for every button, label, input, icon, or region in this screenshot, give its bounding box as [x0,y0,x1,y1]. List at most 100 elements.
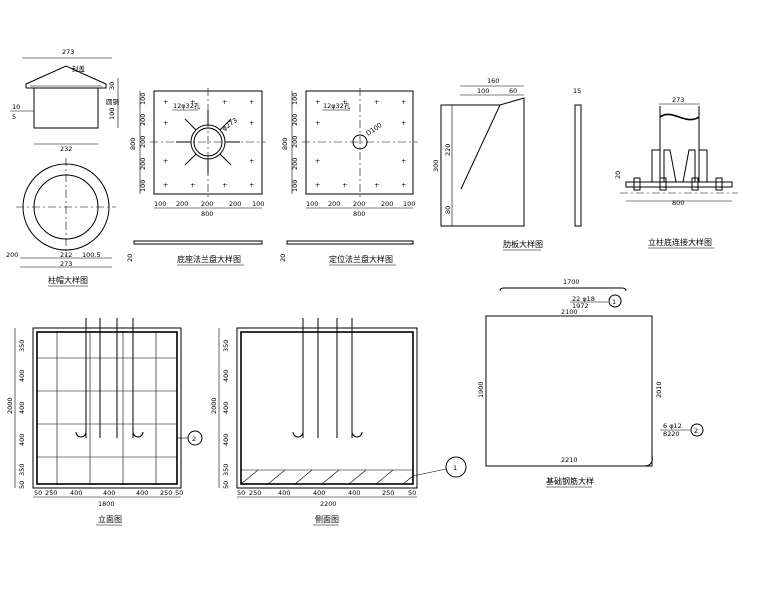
svg-text:+: + [222,98,227,106]
base-flange-title: 底座法兰盘大样图 [177,254,241,264]
rebar-dim-right: 2010 [655,381,663,398]
svg-text:+: + [315,157,320,165]
pos-flange-bolt-label: 12φ32孔 [323,102,351,110]
svg-text:100: 100 [154,200,166,208]
rebar-label-2b: 8220 [663,430,680,438]
pos-flange-width: 800 [353,210,365,218]
svg-text:+: + [315,181,320,189]
rebar-frame [485,315,653,467]
cap-body [33,87,99,129]
svg-text:400: 400 [18,370,26,382]
svg-text:350: 350 [222,464,230,476]
svg-text:+: + [315,119,320,127]
colbase-base-plate [625,181,733,188]
base-flange-bolts: ++++ ++ ++ ++++ [163,98,254,189]
svg-text:+: + [374,98,379,106]
svg-text:200: 200 [201,200,213,208]
rebar-bar-1 [499,287,627,292]
base-flange-height: 800 [129,138,137,150]
rib-w-b: 60 [509,87,517,95]
svg-text:+: + [163,157,168,165]
svg-text:400: 400 [70,489,82,497]
rib-plate-outline [440,97,525,227]
colbase-title: 立柱底连接大样图 [648,237,712,247]
svg-text:400: 400 [222,370,230,382]
colbase-dim-273: 273 [672,96,684,104]
svg-text:400: 400 [222,434,230,446]
pos-flange-hole-label: D100 [365,121,384,138]
svg-text:+: + [249,157,254,165]
svg-text:+: + [401,98,406,106]
svg-text:+: + [342,181,347,189]
elevation-marker [187,430,203,446]
rib-h-b: 80 [444,206,452,214]
svg-text:50: 50 [408,489,416,497]
rebar-bar-len: 1700 [563,278,580,286]
elevation-outline [32,327,182,489]
cap-dim-10: 10 [12,103,20,111]
svg-text:100: 100 [139,180,147,192]
svg-text:100: 100 [252,200,264,208]
svg-text:50: 50 [237,489,245,497]
column-base-detail: 273 20 800 立柱底连接大样图 [614,96,738,249]
cap-roof [25,65,107,89]
svg-text:200: 200 [328,200,340,208]
svg-text:250: 250 [160,489,172,497]
side-anchor-bars [292,318,363,438]
svg-text:+: + [401,181,406,189]
pos-flange-height: 800 [281,138,289,150]
rib-h-total: 300 [432,160,440,172]
svg-text:+: + [190,181,195,189]
rebar-label-1a: 22 φ18 [572,295,595,303]
svg-text:+: + [249,181,254,189]
rib-plate-detail: 160 100 60 300 220 80 15 肋板大样图 [432,77,582,251]
base-flange-detail: ++++ ++ ++ ++++ 12φ32孔 φ273 100 200 200 … [126,88,266,266]
side-outline [236,327,418,489]
svg-text:400: 400 [313,489,325,497]
svg-text:200: 200 [139,136,147,148]
cap-dim-30: 30 [108,82,116,90]
elevation-grid [37,332,177,484]
svg-text:200: 200 [291,136,299,148]
svg-text:400: 400 [103,489,115,497]
svg-text:50: 50 [34,489,42,497]
pos-flange-detail: ++++ ++ ++ ++++ 12φ32孔 D100 100 200 200 … [279,88,418,266]
cap-dim-273b: 273 [60,260,72,268]
svg-text:200: 200 [291,158,299,170]
base-flange-section [133,240,263,245]
rebar-title: 基础钢筋大样 [546,476,594,486]
svg-text:400: 400 [136,489,148,497]
base-flange-ribs [176,110,240,174]
svg-text:400: 400 [18,434,26,446]
cap-label-side: 圆钢 [106,98,120,106]
colbase-break [659,113,700,121]
svg-text:+: + [190,98,195,106]
side-bottom-mesh [240,469,414,485]
svg-text:100: 100 [291,93,299,105]
pos-flange-title: 定位法兰盘大样图 [329,254,393,264]
cap-title: 柱帽大样图 [48,275,88,285]
svg-text:350: 350 [222,340,230,352]
svg-text:+: + [315,98,320,106]
svg-text:250: 250 [45,489,57,497]
svg-text:20: 20 [126,254,134,262]
svg-text:400: 400 [278,489,290,497]
svg-text:1: 1 [612,298,616,306]
svg-text:+: + [163,181,168,189]
svg-text:100: 100 [139,93,147,105]
svg-text:+: + [374,181,379,189]
svg-text:100: 100 [403,200,415,208]
svg-text:2: 2 [192,435,196,443]
pos-flange-section [286,240,414,245]
cap-dim-212: 212 [60,251,72,259]
rib-plate-side [574,104,582,227]
rebar-marker-2 [690,423,704,437]
pos-flange-plate [305,90,414,195]
svg-text:200: 200 [381,200,393,208]
cap-dim-232: 232 [60,145,72,153]
svg-text:+: + [249,98,254,106]
base-flange-width: 800 [201,210,213,218]
cap-dim-5: 5 [12,113,16,121]
svg-text:200: 200 [291,114,299,126]
